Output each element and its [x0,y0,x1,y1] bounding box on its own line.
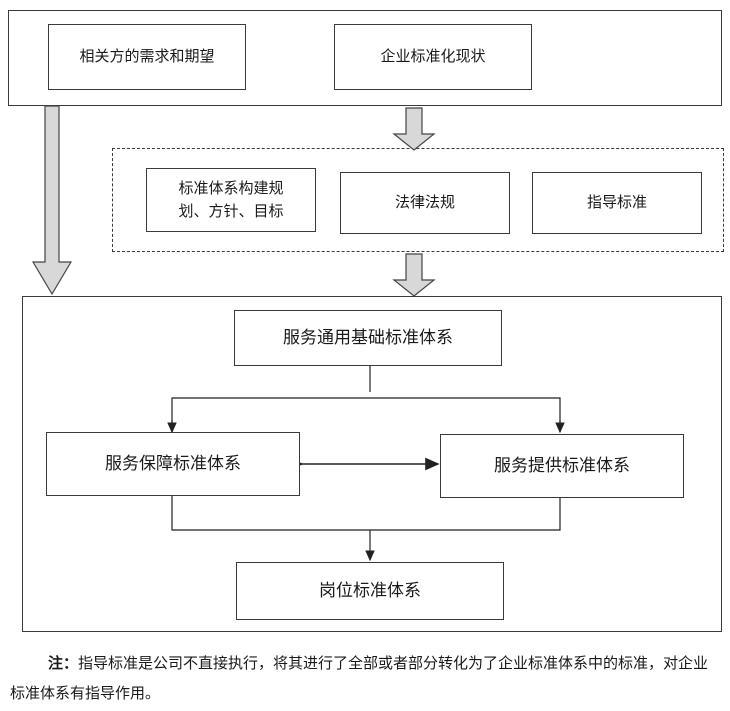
hollow-arrow-mid-bottom [392,253,436,297]
line-split [171,397,561,432]
line-merge [171,496,561,531]
footnote: 注：指导标准是公司不直接执行，将其进行了全部或者部分转化为了企业标准体系中的标准… [10,648,710,708]
box-guidance-standards: 指导标准 [532,172,702,234]
box-laws: 法律法规 [340,172,510,234]
top-frame [8,10,722,106]
box-guidance-standards-label: 指导标准 [586,193,647,212]
middle-dashed-frame [112,148,724,252]
box-planning-line2: 划、方针、目标 [178,202,284,220]
box-support-standards: 服务保障标准体系 [46,432,300,496]
box-general-standards: 服务通用基础标准体系 [234,310,502,366]
box-standardization-status-label: 企业标准化现状 [380,47,486,66]
box-provision-standards: 服务提供标准体系 [440,434,684,498]
hollow-arrow-left [31,105,73,296]
box-laws-label: 法律法规 [394,193,455,212]
box-provision-standards-label: 服务提供标准体系 [494,455,630,476]
bottom-frame [22,296,722,632]
box-planning-line1: 标准体系构建规 [178,178,284,197]
hollow-arrow-top-mid [392,107,436,151]
box-planning: 标准体系构建规 划、方针、目标 [146,168,316,232]
box-post-standards: 岗位标准体系 [236,562,504,620]
box-standardization-status: 企业标准化现状 [334,24,532,90]
footnote-prefix: 注： [48,654,79,672]
box-general-standards-label: 服务通用基础标准体系 [283,327,453,348]
box-stakeholder-needs-label: 相关方的需求和期望 [79,47,215,66]
box-support-standards-label: 服务保障标准体系 [105,453,241,474]
footnote-text: 指导标准是公司不直接执行，将其进行了全部或者部分转化为了企业标准体系中的标准，对… [10,654,709,702]
box-stakeholder-needs: 相关方的需求和期望 [48,24,246,90]
box-post-standards-label: 岗位标准体系 [319,580,421,601]
